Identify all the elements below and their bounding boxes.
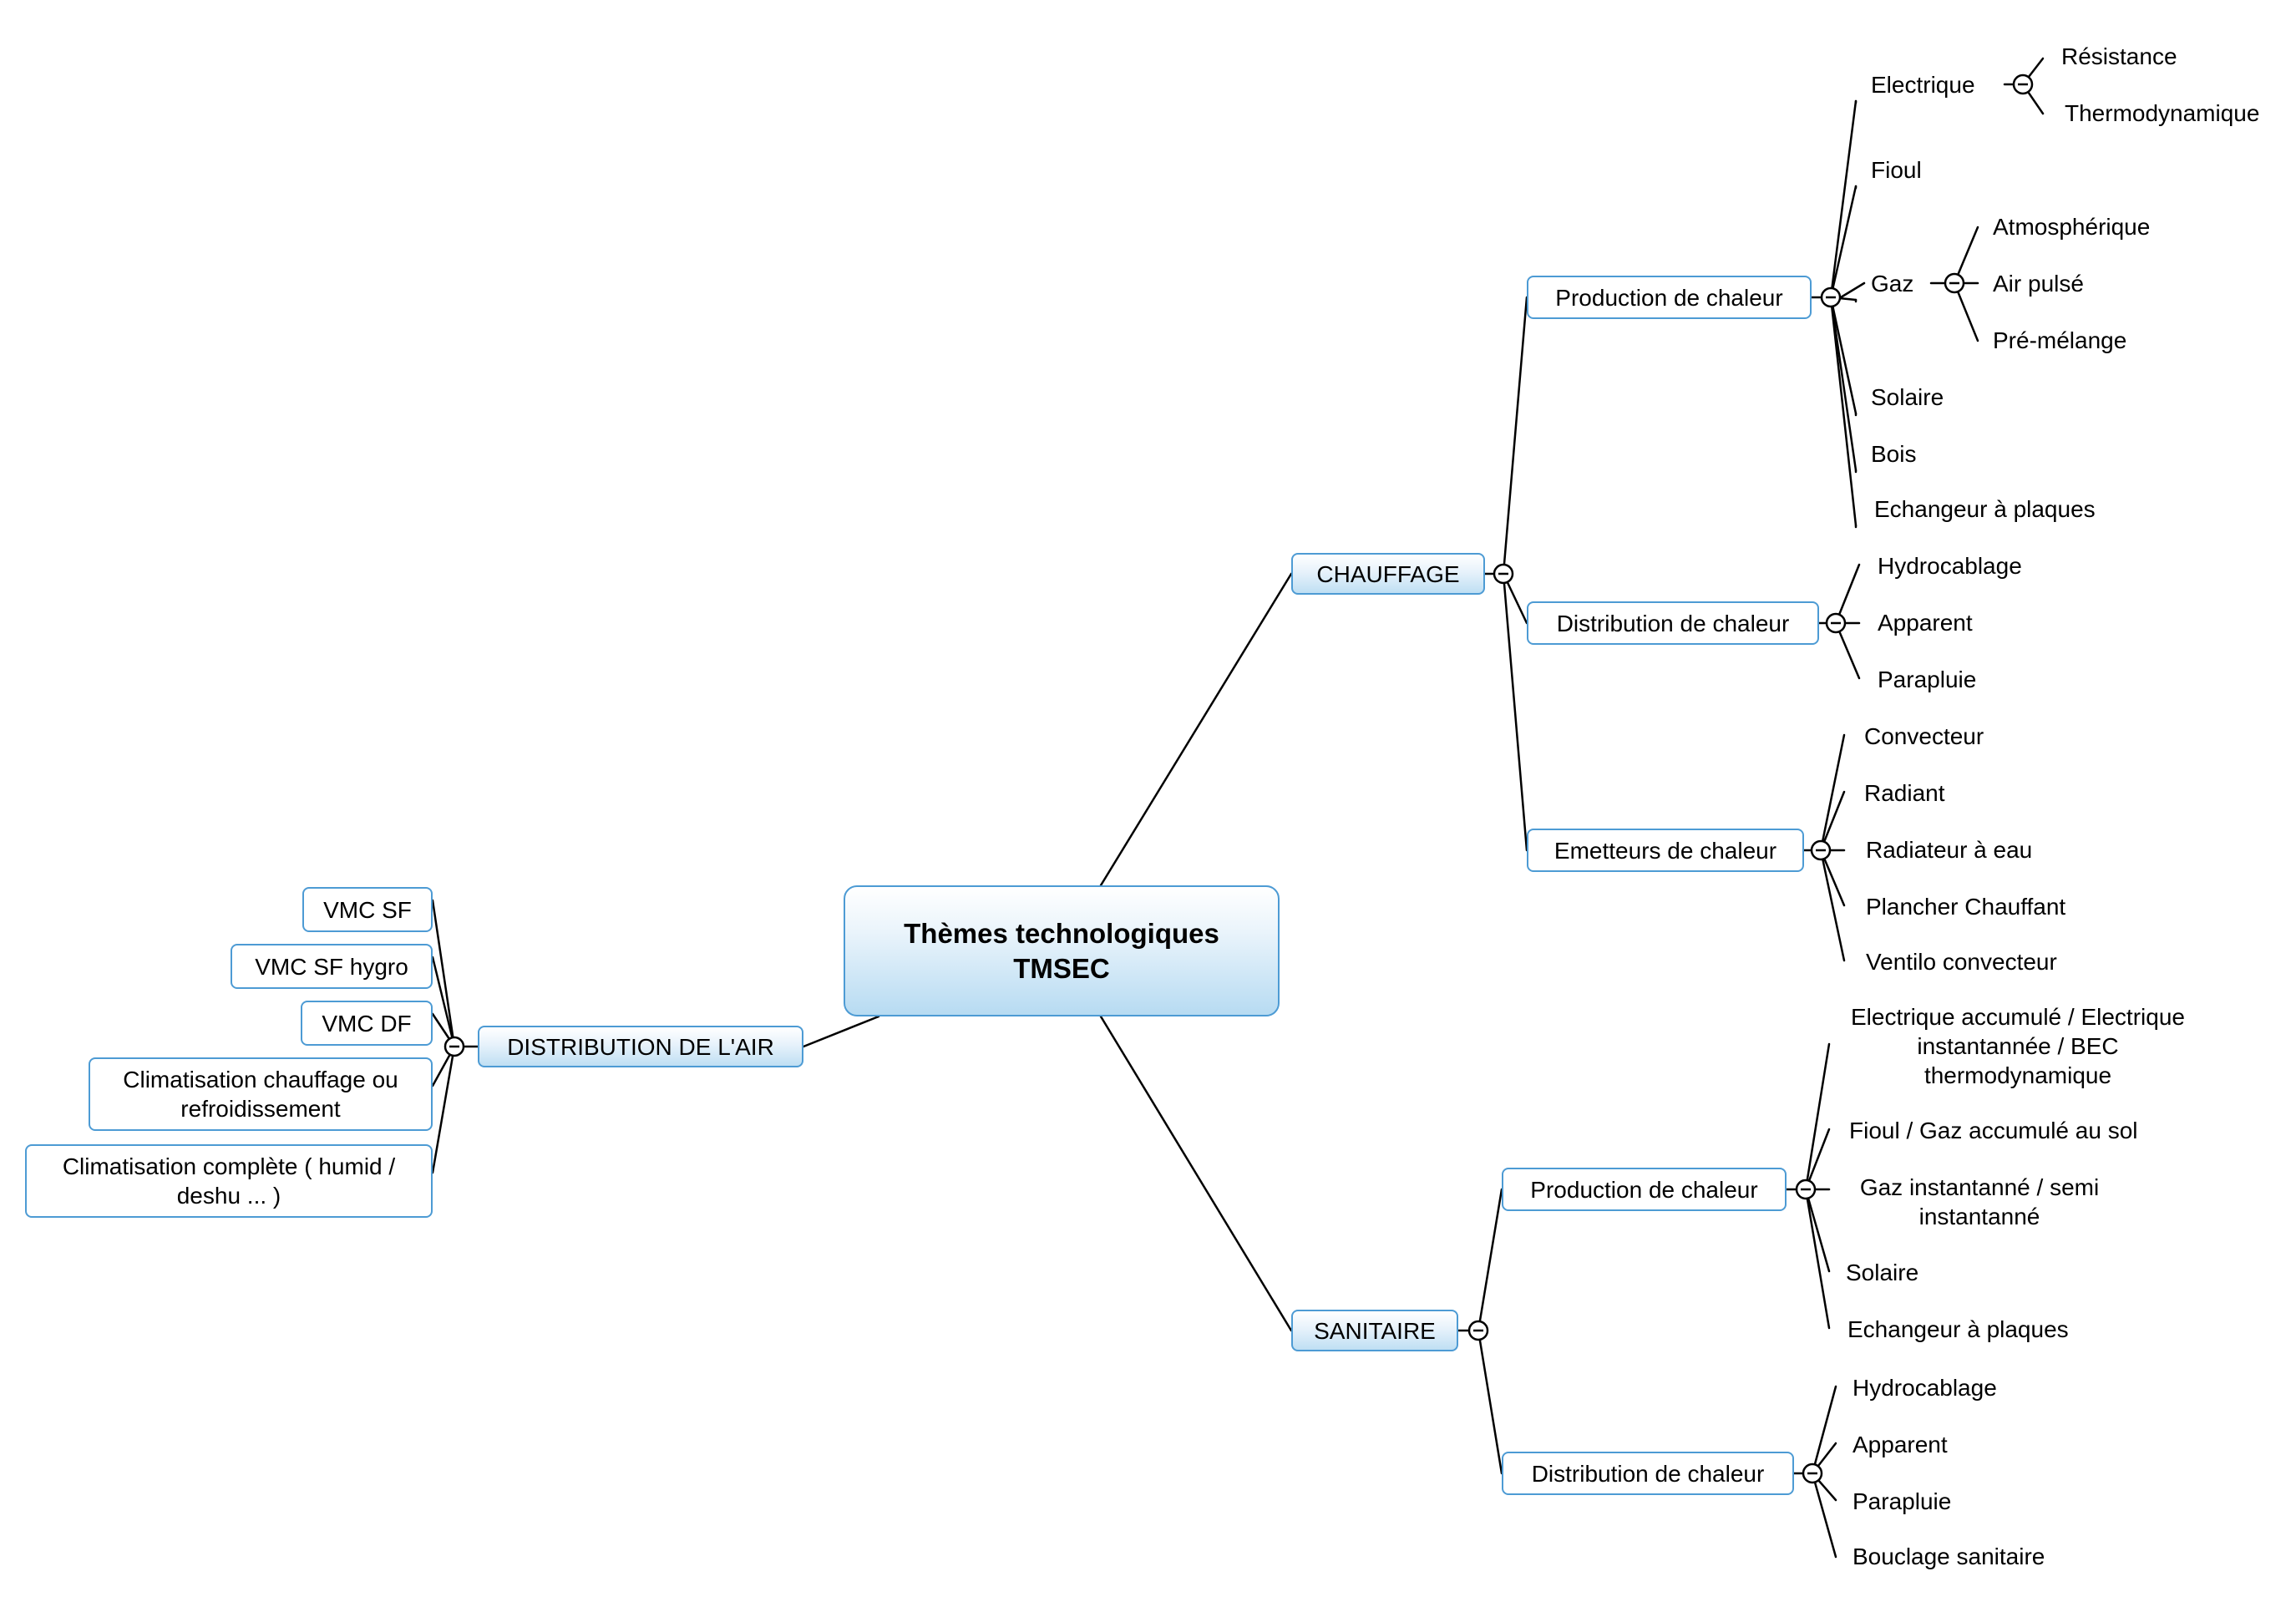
topic-chauffage-label: CHAUFFAGE (1316, 560, 1460, 587)
connector-line (1804, 1042, 1831, 1191)
chauffage-to-emetteurs (1502, 572, 1528, 852)
sanitaire-to-distribution (1477, 1329, 1503, 1475)
root-to-air (802, 1015, 880, 1048)
air-vmc-df[interactable]: VMC DF (301, 1001, 433, 1046)
sanitaire-production-label: Production de chaleur (1530, 1176, 1758, 1203)
sanitaire-distribution-box[interactable]: Distribution de chaleur (1502, 1452, 1794, 1495)
connector-line (1819, 790, 1846, 852)
leaf-fioul-gaz-accumule[interactable]: Fioul / Gaz accumulé au sol (1849, 1118, 2138, 1143)
collapse-chauffage-icon[interactable] (1493, 563, 1514, 585)
chauffage-production-box[interactable]: Production de chaleur (1527, 276, 1812, 319)
leaf-ventilo-convecteur[interactable]: Ventilo convecteur (1866, 949, 2057, 975)
connector-line (1839, 281, 1866, 299)
connector-line (431, 1045, 456, 1174)
leaf-solaire[interactable]: Solaire (1871, 384, 1944, 410)
chauffage-emetteurs-box[interactable]: Emetteurs de chaleur (1527, 829, 1804, 872)
collapse-distribution-sanitaire-icon[interactable] (1802, 1462, 1823, 1484)
air-vmc-sf[interactable]: VMC SF (302, 887, 433, 932)
air-climatisation-complete[interactable]: Climatisation complète ( humid / deshu .… (25, 1144, 433, 1218)
root-title-line2: TMSEC (1013, 952, 1110, 984)
root-topic[interactable]: Thèmes technologiques TMSEC (844, 885, 1280, 1016)
connector-line (1834, 563, 1861, 625)
sanitaire-to-production (1477, 1188, 1503, 1332)
chauffage-distribution-box[interactable]: Distribution de chaleur (1527, 601, 1819, 645)
air-vmc-sf-hygro[interactable]: VMC SF hygro (231, 944, 433, 989)
connector-line (431, 956, 456, 1048)
collapse-electrique-icon[interactable] (2012, 74, 2034, 95)
collapse-production-sanitaire-icon[interactable] (1795, 1179, 1817, 1200)
leaf-hydrocablage[interactable]: Hydrocablage (1878, 553, 2022, 579)
collapse-production-chauffage-icon[interactable] (1820, 286, 1842, 308)
collapse-emetteurs-icon[interactable] (1810, 839, 1832, 861)
leaf-pre-melange[interactable]: Pré-mélange (1993, 327, 2127, 353)
collapse-gaz-icon[interactable] (1944, 272, 1965, 294)
leaf-apparent-ecs[interactable]: Apparent (1853, 1432, 1948, 1457)
chauffage-distribution-label: Distribution de chaleur (1556, 610, 1790, 636)
leaf-electrique[interactable]: Electrique (1871, 72, 1975, 98)
leaf-radiateur-eau[interactable]: Radiateur à eau (1866, 837, 2033, 863)
collapse-air-icon[interactable] (443, 1036, 465, 1057)
topic-chauffage[interactable]: CHAUFFAGE (1291, 553, 1485, 595)
connector-line (1953, 281, 1979, 342)
leaf-electrique-accumule[interactable]: Electrique accumulé / Electrique instant… (1851, 1004, 2185, 1088)
root-to-chauffage (1099, 572, 1293, 887)
connector-line (431, 899, 456, 1048)
sanitaire-production-box[interactable]: Production de chaleur (1502, 1168, 1787, 1211)
leaf-solaire-ecs[interactable]: Solaire (1846, 1260, 1919, 1285)
air-climatisation-chauffage[interactable]: Climatisation chauffage ou refroidisseme… (89, 1057, 433, 1131)
topic-distribution-air-label: DISTRIBUTION DE L'AIR (507, 1033, 774, 1060)
leaf-radiant[interactable]: Radiant (1864, 780, 1945, 806)
leaf-echangeur[interactable]: Echangeur à plaques (1874, 496, 2096, 522)
collapse-distribution-chauffage-icon[interactable] (1825, 612, 1847, 634)
root-title-line1: Thèmes technologiques (904, 917, 1219, 949)
chauffage-emetteurs-label: Emetteurs de chaleur (1553, 837, 1777, 864)
leaf-parapluie[interactable]: Parapluie (1878, 667, 1977, 692)
leaf-air-pulse[interactable]: Air pulsé (1993, 271, 2084, 297)
leaf-parapluie-ecs[interactable]: Parapluie (1853, 1488, 1952, 1514)
leaf-hydrocablage-ecs[interactable]: Hydrocablage (1853, 1375, 1997, 1401)
collapse-sanitaire-icon[interactable] (1467, 1320, 1489, 1341)
leaf-gaz[interactable]: Gaz (1871, 271, 1914, 297)
leaf-gaz-instantanne[interactable]: Gaz instantanné / semi instantanné (1859, 1174, 2100, 1229)
chauffage-production-label: Production de chaleur (1555, 284, 1783, 311)
connector-line (1829, 99, 1858, 299)
leaf-plancher-chauffant[interactable]: Plancher Chauffant (1866, 894, 2066, 920)
leaf-fioul[interactable]: Fioul (1871, 157, 1922, 183)
leaf-bouclage-sanitaire[interactable]: Bouclage sanitaire (1853, 1544, 2045, 1569)
connector-line (1811, 1472, 1837, 1559)
leaf-convecteur[interactable]: Convecteur (1864, 723, 1984, 749)
topic-sanitaire[interactable]: SANITAIRE (1291, 1310, 1458, 1351)
connector-line (1829, 185, 1858, 299)
connector-line (1819, 733, 1846, 852)
root-to-sanitaire (1099, 1015, 1293, 1332)
leaf-resistance[interactable]: Résistance (2061, 43, 2177, 69)
leaf-bois[interactable]: Bois (1871, 441, 1917, 467)
connector-line (1804, 1128, 1831, 1191)
connector-line (1829, 296, 1858, 527)
leaf-apparent[interactable]: Apparent (1878, 610, 1973, 636)
leaf-atmospherique[interactable]: Atmosphérique (1993, 214, 2151, 240)
leaf-echangeur-ecs[interactable]: Echangeur à plaques (1847, 1316, 2069, 1342)
topic-sanitaire-label: SANITAIRE (1314, 1317, 1436, 1344)
leaf-thermodynamique[interactable]: Thermodynamique (2065, 100, 2260, 126)
connector-line (1804, 1188, 1831, 1273)
connector-line (1811, 1385, 1837, 1475)
chauffage-to-production (1502, 296, 1528, 575)
connector-line (1804, 1188, 1831, 1330)
sanitaire-distribution-label: Distribution de chaleur (1531, 1460, 1765, 1487)
topic-distribution-air[interactable]: DISTRIBUTION DE L'AIR (478, 1026, 803, 1067)
connector-line (1819, 849, 1846, 962)
connector-line (1829, 296, 1858, 415)
